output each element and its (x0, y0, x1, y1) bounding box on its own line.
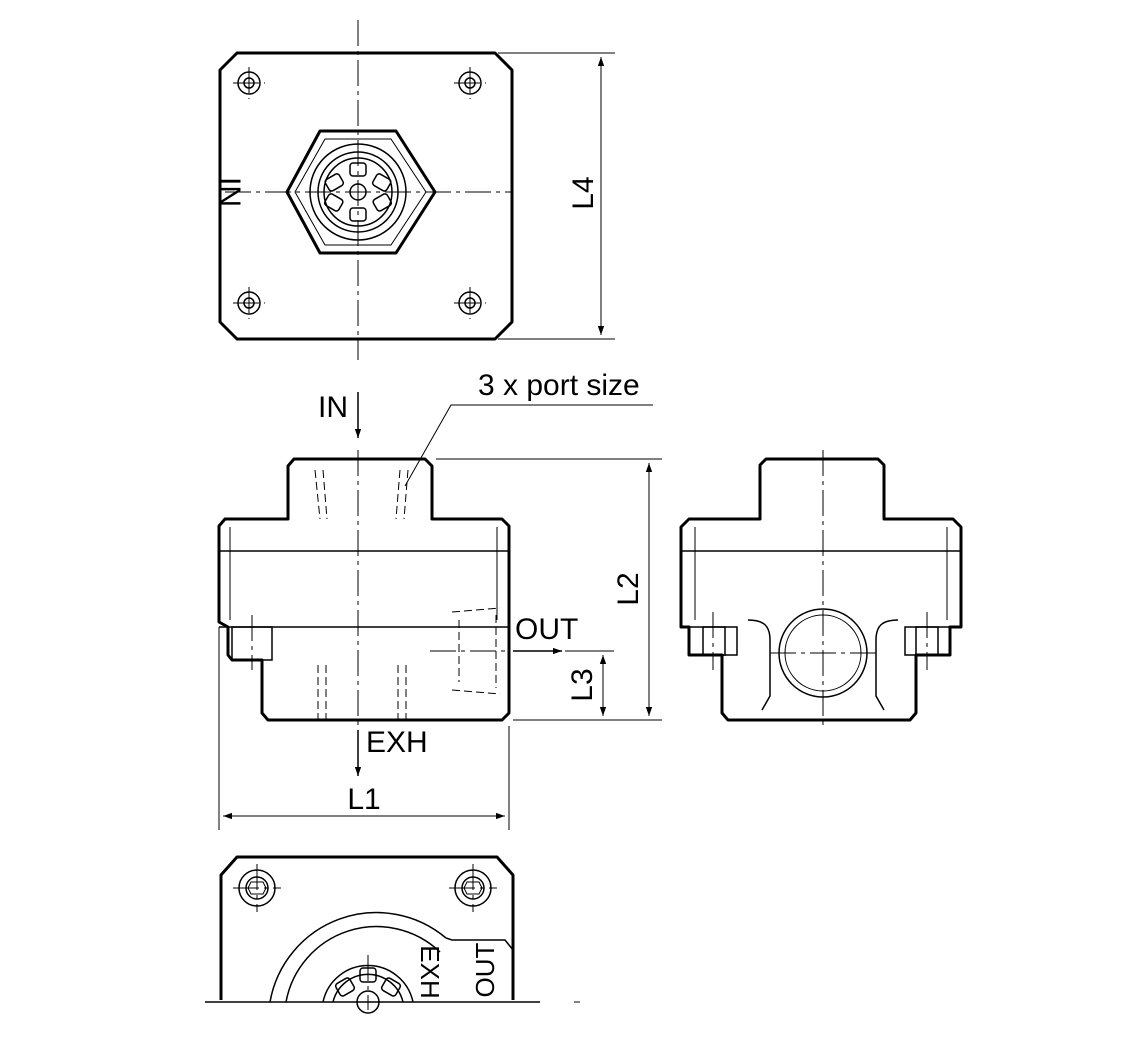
dim-l4-label: L4 (567, 176, 600, 209)
dimension-l2: L2 (436, 458, 662, 721)
side-view-body (679, 457, 963, 722)
top-view-bolt-holes (233, 67, 486, 319)
bottom-out-label: OUT (470, 942, 500, 997)
in-label: IN (318, 391, 348, 424)
bottom-view: EXH OUT (205, 855, 580, 1014)
dim-l3-label: L3 (566, 668, 599, 701)
callout-label: 3 x port size (478, 369, 640, 402)
top-view-spoke-holes (323, 162, 393, 222)
dimension-l1: L1 (218, 627, 510, 830)
dimension-l3: L3 (565, 650, 614, 716)
top-view-hex-nut (285, 129, 437, 255)
port-size-callout: 3 x port size (404, 369, 653, 487)
bottom-view-bolt-holes (233, 864, 497, 912)
top-view: IN L4 (213, 20, 615, 360)
dim-l2-label: L2 (612, 572, 645, 605)
dimension-l4: L4 (498, 52, 615, 340)
out-label: OUT (515, 613, 578, 646)
bottom-exh-label: EXH (415, 945, 445, 998)
front-view-body (217, 457, 511, 722)
top-view-plate (218, 51, 514, 341)
front-view-hidden-lines (314, 469, 501, 720)
bottom-view-body (219, 855, 515, 1000)
front-view: IN OUT EXH 3 x port size L1 L2 L3 (217, 369, 662, 830)
dim-l1-label: L1 (347, 783, 380, 816)
side-view (679, 450, 963, 730)
top-view-in-label: IN (213, 177, 246, 207)
exh-label: EXH (366, 726, 428, 759)
